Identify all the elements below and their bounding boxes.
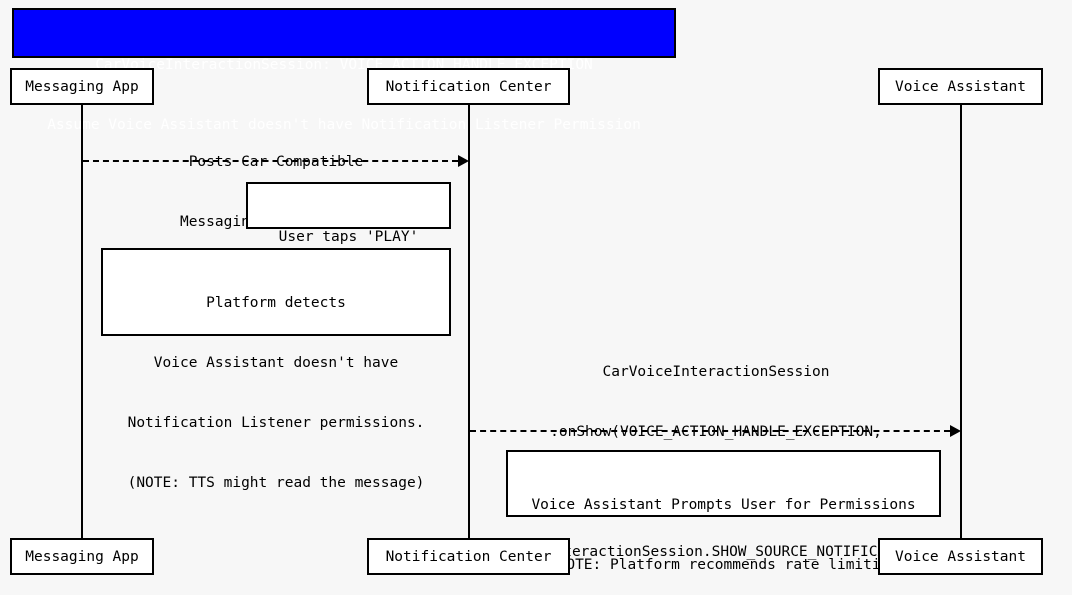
participant-voice-assistant-top[interactable]: Voice Assistant bbox=[878, 68, 1043, 105]
participant-label: Notification Center bbox=[385, 548, 552, 565]
participant-label: Voice Assistant bbox=[895, 78, 1026, 95]
participant-label: Messaging App bbox=[25, 548, 139, 565]
participant-label: Notification Center bbox=[385, 78, 552, 95]
participant-notification-center-top[interactable]: Notification Center bbox=[367, 68, 570, 105]
participant-label: Voice Assistant bbox=[895, 548, 1026, 565]
message-line: .onShow(VOICE_ACTION_HANDLE_EXCEPTION, bbox=[550, 424, 882, 440]
note-line: User taps 'PLAY' bbox=[278, 229, 419, 245]
diagram-title-banner: CarVoiceInteractionSession: VOICE_ACTION… bbox=[12, 8, 676, 133]
participant-voice-assistant-bottom[interactable]: Voice Assistant bbox=[878, 538, 1043, 575]
participant-messaging-app-bottom[interactable]: Messaging App bbox=[10, 538, 154, 575]
participant-label: Messaging App bbox=[25, 78, 139, 95]
participant-notification-center-bottom[interactable]: Notification Center bbox=[367, 538, 570, 575]
note-line: (NOTE: TTS might read the message) bbox=[127, 475, 425, 491]
note-line: Voice Assistant Prompts User for Permiss… bbox=[531, 497, 916, 513]
lifeline-messaging-app bbox=[81, 104, 83, 538]
note-line: (NOTE: Platform recommends rate limiting bbox=[548, 557, 899, 573]
participant-messaging-app-top[interactable]: Messaging App bbox=[10, 68, 154, 105]
note-line: Platform detects bbox=[206, 295, 346, 311]
message-arrow-post-notification bbox=[83, 160, 458, 162]
note-line: Notification Listener permissions. bbox=[127, 415, 425, 431]
diagram-title-line-2: Assume Voice Assistant doesn't have Noti… bbox=[47, 117, 641, 133]
note-user-taps-play: User taps 'PLAY' on Msg Notification bbox=[246, 182, 451, 305]
message-line: CarVoiceInteractionSession bbox=[602, 364, 830, 380]
note-platform-detects: Platform detects Voice Assistant doesn't… bbox=[101, 248, 451, 491]
lifeline-voice-assistant bbox=[960, 104, 962, 538]
note-prompts-permissions: Voice Assistant Prompts User for Permiss… bbox=[506, 450, 941, 573]
message-arrowhead-post-notification bbox=[458, 155, 469, 167]
message-line: VoiceInteractionSession.SHOW_SOURCE_NOTI… bbox=[502, 544, 930, 560]
message-label-onshow: CarVoiceInteractionSession .onShow(VOICE… bbox=[471, 322, 961, 595]
message-line: Posts Car Compatible bbox=[188, 154, 364, 170]
message-arrowhead-onshow bbox=[950, 425, 961, 437]
message-arrow-onshow bbox=[470, 430, 950, 432]
lifeline-notification-center bbox=[468, 104, 470, 538]
note-line: Voice Assistant doesn't have bbox=[153, 355, 399, 371]
